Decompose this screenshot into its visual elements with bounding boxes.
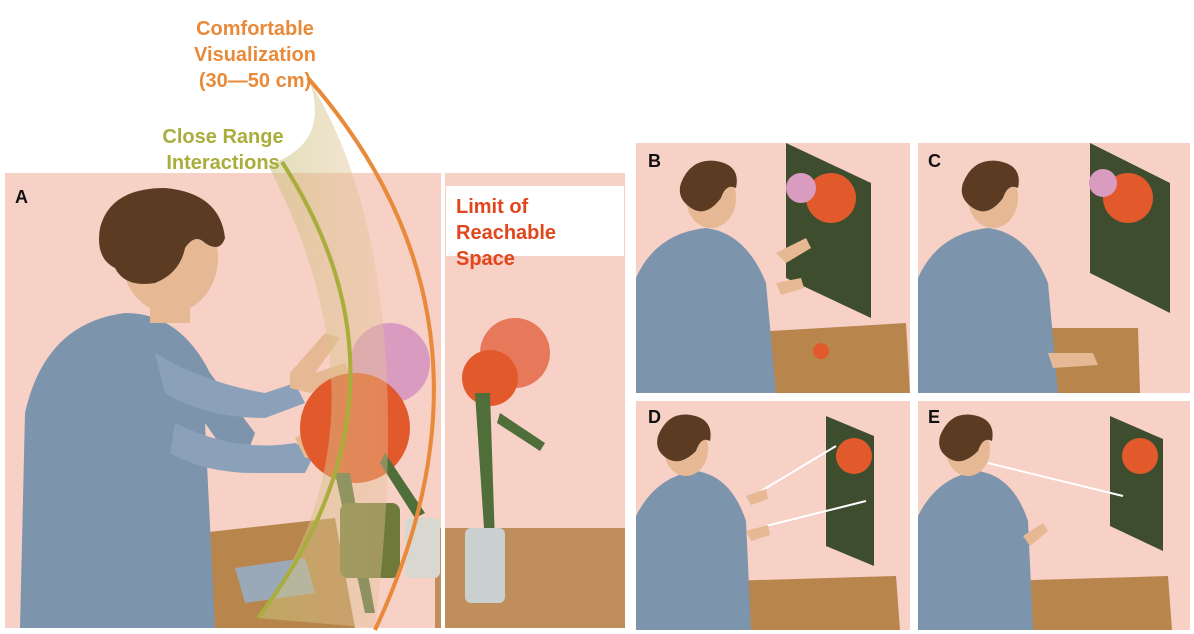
- close-range-arc: [256, 160, 353, 620]
- panel-e: E: [918, 401, 1190, 630]
- panel-b: B: [636, 143, 910, 393]
- limit-label-box: Limit of Reachable Space: [446, 186, 624, 270]
- panel-label: E: [928, 407, 941, 427]
- panel-label: C: [928, 151, 941, 171]
- panel-label: B: [648, 151, 661, 171]
- limit-reachable-label: Limit of Reachable Space: [456, 196, 557, 270]
- person-illustration: [20, 188, 350, 628]
- table: [721, 576, 900, 630]
- comfort-zone-band: [258, 82, 389, 628]
- close-range-label: Close Range Interactions: [162, 126, 284, 174]
- panel-label: A: [15, 187, 28, 207]
- flower-vase: [462, 318, 550, 603]
- panel-c: C: [918, 143, 1190, 393]
- table: [993, 576, 1172, 630]
- panel-d: D: [636, 401, 910, 630]
- comfortable-arc: [306, 76, 436, 631]
- comfortable-visualization-label: Comfortable Visualization (30—50 cm): [194, 18, 316, 92]
- panel-label: D: [648, 407, 661, 427]
